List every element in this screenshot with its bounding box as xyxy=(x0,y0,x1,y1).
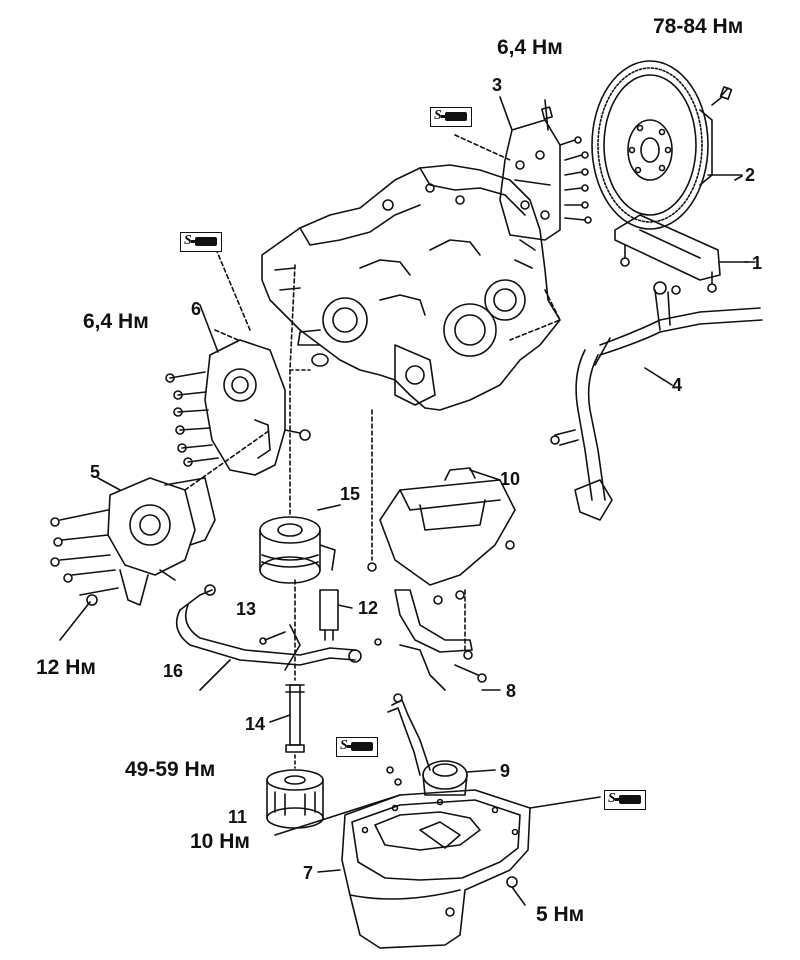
sealant-letter: S xyxy=(434,108,442,123)
part-label-15: 15 xyxy=(340,484,361,504)
sealant-letter: S xyxy=(608,791,616,806)
drive-plate-bracket xyxy=(614,214,749,293)
part-label-6: 6 xyxy=(191,299,202,319)
oil-strainer-bracket xyxy=(374,589,501,691)
sealant-symbol-filter: S xyxy=(336,737,378,757)
oil-baffle-plate xyxy=(367,409,516,605)
rear-cover-plate xyxy=(454,96,592,241)
part-label-13: 13 xyxy=(236,599,257,619)
oil-cooler-pipe xyxy=(175,584,362,691)
sealant-tube-icon xyxy=(441,112,467,121)
part-label-4: 4 xyxy=(672,375,683,395)
part-label-7: 7 xyxy=(303,863,314,883)
part-label-16: 16 xyxy=(163,661,184,681)
part-label-5: 5 xyxy=(90,462,101,482)
sealant-letter: S xyxy=(340,738,348,753)
flywheel xyxy=(591,60,743,230)
oil-pan xyxy=(274,789,601,949)
part-label-10: 10 xyxy=(500,469,521,489)
part-label-9: 9 xyxy=(500,761,511,781)
oil-pump xyxy=(50,429,271,641)
sealant-tube-icon xyxy=(347,742,373,751)
sealant-tube-icon xyxy=(615,795,641,804)
sealant-symbol-cover: S xyxy=(430,107,472,127)
sealant-letter: S xyxy=(184,233,192,248)
torque-flywheel: 78-84 Нм xyxy=(653,15,744,38)
oil-cooler xyxy=(259,369,341,584)
part-label-11: 11 xyxy=(228,807,248,827)
torque-filter-stud: 49-59 Нм xyxy=(125,758,216,781)
part-label-14: 14 xyxy=(245,714,266,734)
part-label-8: 8 xyxy=(506,681,517,701)
front-case-cover xyxy=(165,234,329,476)
torque-pan-bolts: 10 Нм xyxy=(190,830,250,853)
part-label-1: 1 xyxy=(752,253,763,273)
oil-strainer xyxy=(386,693,496,796)
sealant-tube-icon xyxy=(191,237,217,246)
coolant-pipe xyxy=(550,281,763,521)
part-label-12: 12 xyxy=(358,598,379,618)
part-label-2: 2 xyxy=(745,165,756,185)
engine-block xyxy=(261,164,561,411)
filter-stud xyxy=(269,579,305,753)
torque-rear-cover: 6,4 Нм xyxy=(497,36,563,59)
torque-front-cover: 6,4 Нм xyxy=(83,310,149,333)
oil-filter xyxy=(266,754,324,829)
sealant-symbol-front-cover: S xyxy=(180,232,222,252)
torque-oil-pump: 12 Нм xyxy=(36,656,96,679)
torque-pan-drain: 5 Нм xyxy=(536,903,585,926)
sealant-symbol-pan: S xyxy=(604,790,646,810)
part-label-3: 3 xyxy=(492,75,503,95)
